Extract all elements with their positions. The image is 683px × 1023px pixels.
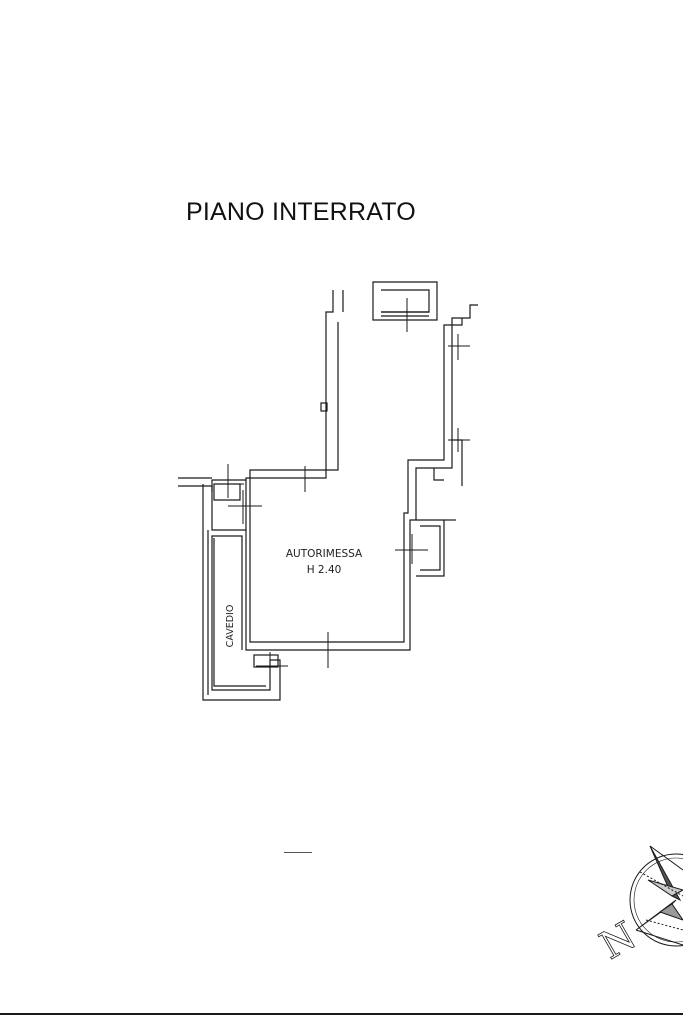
pilaster bbox=[320, 402, 328, 412]
cross-mark bbox=[256, 652, 288, 686]
room-name-autorimessa: AUTORIMESSA bbox=[286, 548, 363, 560]
cavedio-inner-wall bbox=[207, 530, 266, 695]
cross-mark bbox=[312, 632, 344, 668]
floor-title: PIANO INTERRATO bbox=[186, 198, 416, 226]
cross-mark bbox=[214, 464, 244, 498]
cross-mark bbox=[395, 534, 428, 564]
room-height: H 2.40 bbox=[307, 564, 342, 576]
left-corridor-wall bbox=[178, 477, 246, 531]
bottom-step bbox=[253, 654, 279, 668]
cross-mark bbox=[228, 490, 262, 524]
right-bay bbox=[416, 519, 445, 577]
garage-inner-wall bbox=[249, 290, 463, 643]
cross-mark bbox=[448, 334, 470, 360]
cross-mark bbox=[448, 428, 470, 452]
scale-mark bbox=[284, 852, 312, 853]
cross-mark bbox=[296, 466, 314, 492]
room-name-cavedio: CAVEDIO bbox=[225, 605, 236, 648]
garage-outer-wall bbox=[211, 290, 478, 651]
bottom-border-line bbox=[0, 1013, 683, 1015]
top-niche bbox=[372, 281, 438, 321]
north-arrow-compass-icon bbox=[629, 845, 683, 947]
cross-mark bbox=[390, 298, 424, 332]
left-stair-box bbox=[213, 483, 241, 501]
